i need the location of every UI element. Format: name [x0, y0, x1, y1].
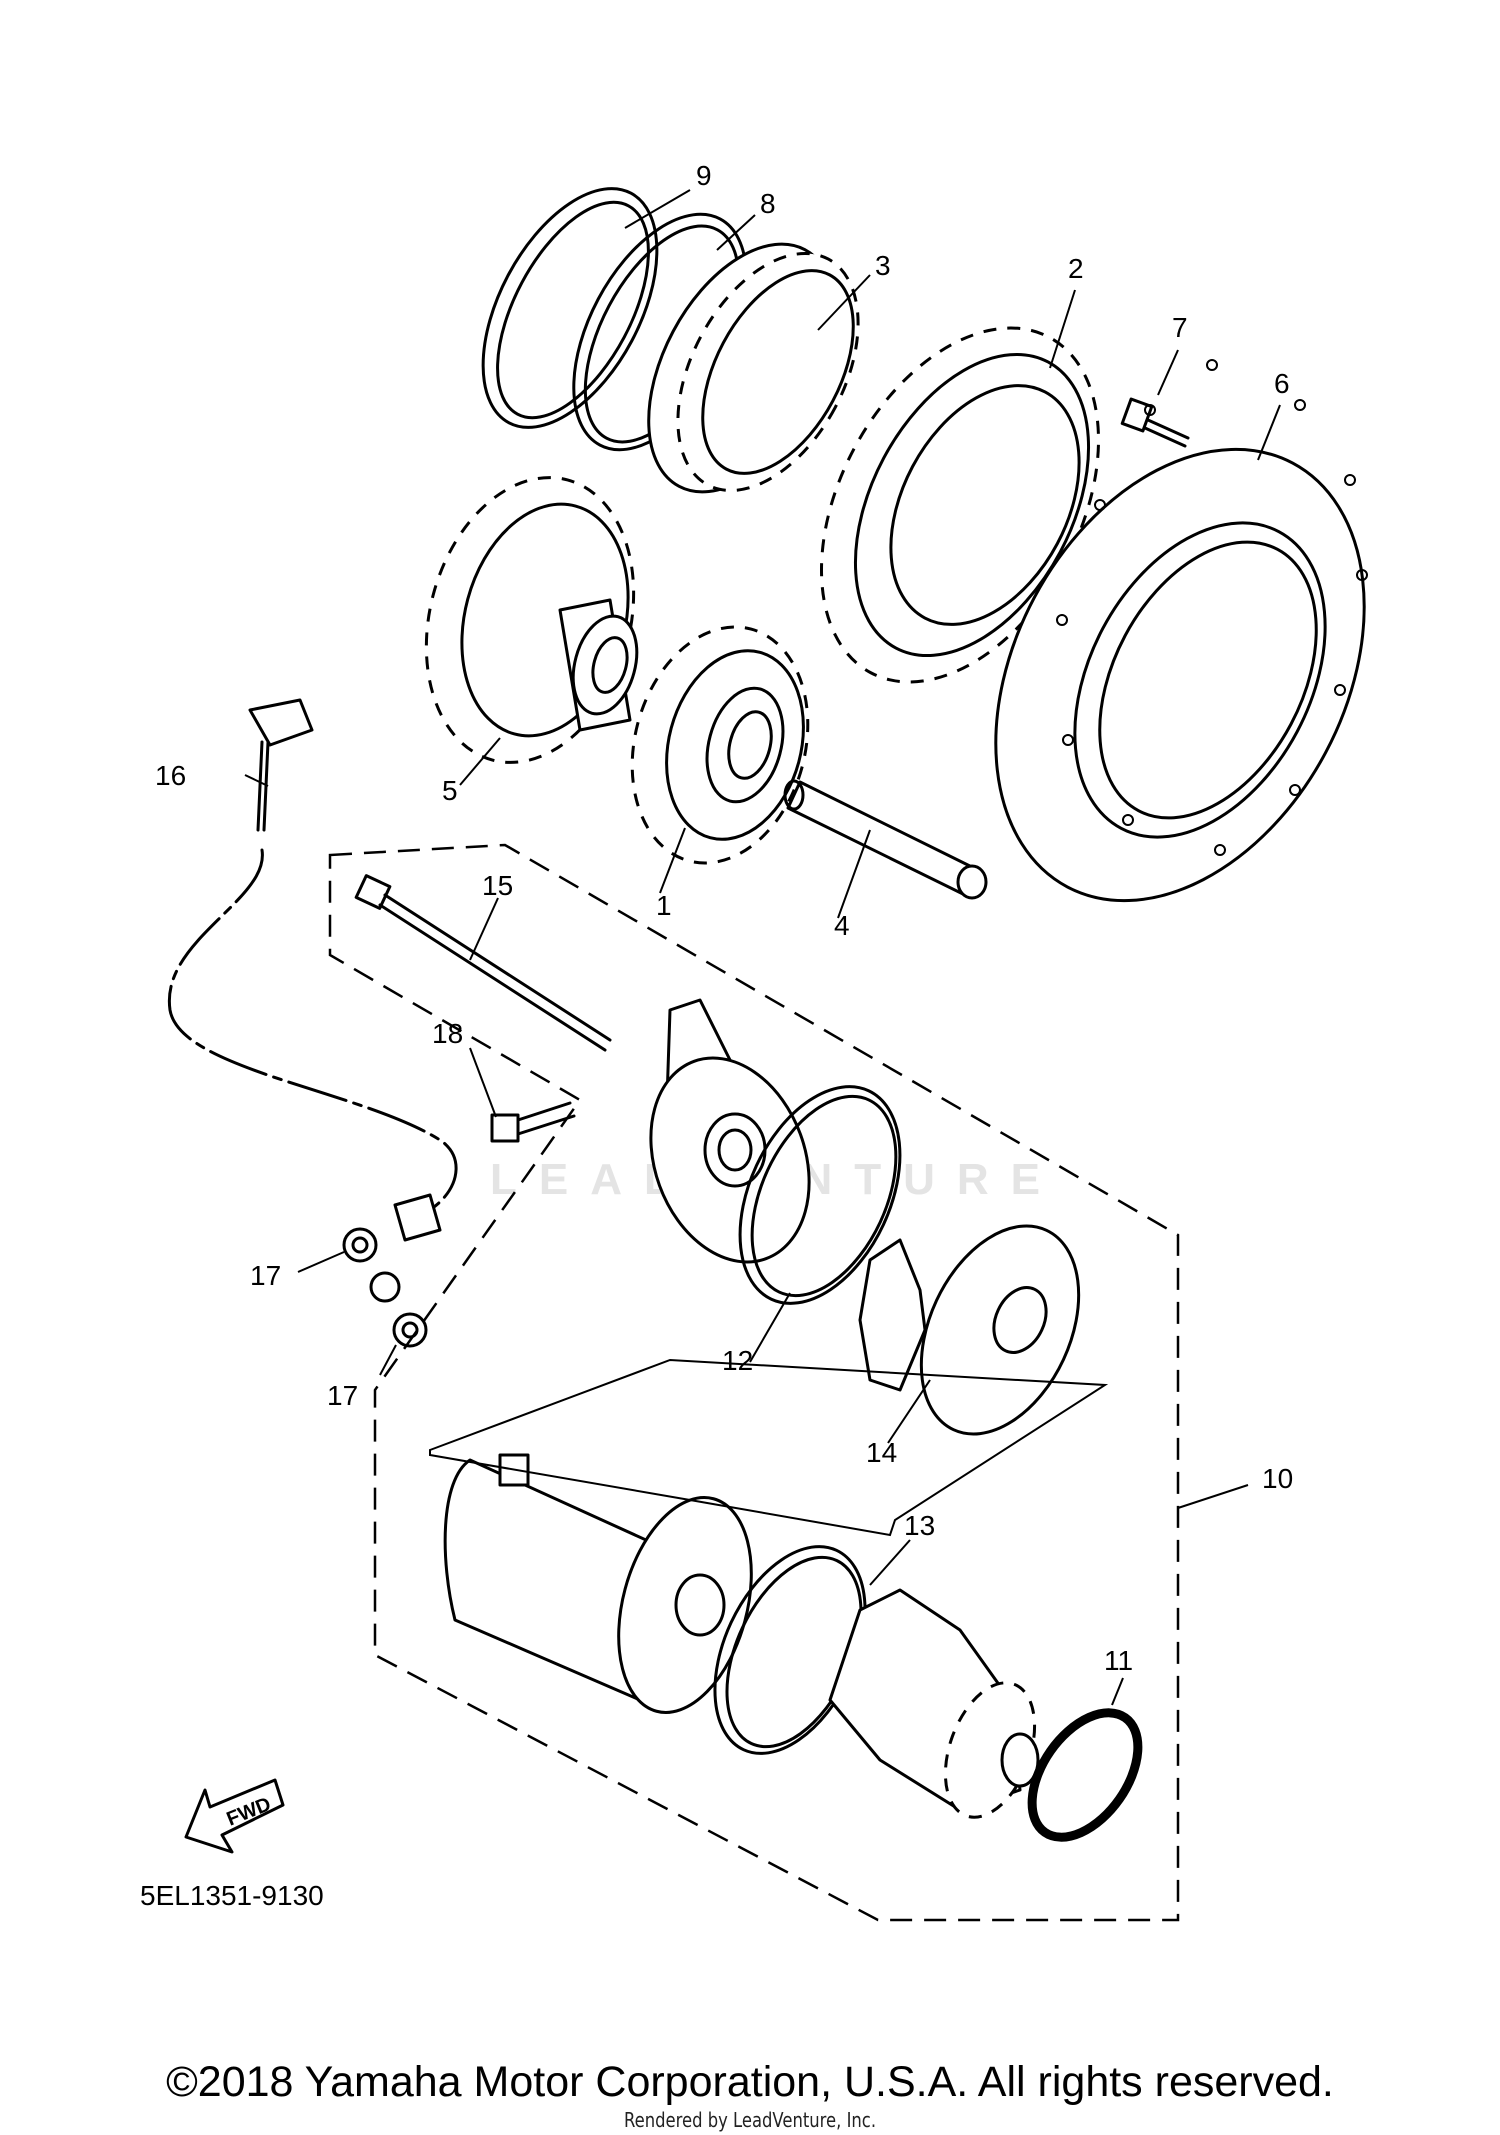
starter-front-cover[interactable]	[624, 998, 837, 1284]
starter-motor-body[interactable]	[443, 1453, 773, 1727]
callout-4: 4	[834, 910, 850, 941]
part-4-shaft[interactable]	[783, 779, 988, 900]
callout-6: 6	[1274, 368, 1290, 399]
part-2-clutch-gear[interactable]	[765, 281, 1155, 729]
callout-1: 1	[656, 890, 672, 921]
callout-15: 15	[482, 870, 513, 901]
part-16-lead-wire[interactable]	[167, 698, 458, 1303]
rendered-by-notice: Rendered by LeadVenture, Inc.	[623, 2108, 877, 2132]
kit-boundary-13-14	[429, 1358, 1109, 1537]
callout-16: 16	[155, 760, 186, 791]
callout-17-lower: 17	[327, 1380, 358, 1411]
leader-lines	[244, 189, 1281, 1706]
part-12-o-ring[interactable]	[708, 1061, 932, 1329]
assembly-boundary-10	[328, 843, 1180, 1922]
part-11-o-ring[interactable]	[1010, 1694, 1159, 1857]
part-17-nut-upper[interactable]	[342, 1227, 378, 1263]
callout-13: 13	[904, 1510, 935, 1541]
part-5-idle-gear[interactable]	[396, 454, 664, 786]
callout-5: 5	[442, 775, 458, 806]
part-6-starter-clutch[interactable]	[922, 359, 1439, 964]
part-17-nut-lower[interactable]	[392, 1312, 428, 1348]
starter-rear-cover[interactable]	[828, 1588, 1052, 1829]
part-14-brush-holder[interactable]	[858, 1201, 1110, 1460]
callout-3: 3	[875, 250, 891, 281]
part-3-one-way-clutch[interactable]	[610, 213, 895, 523]
part-18-bolt[interactable]	[490, 1101, 576, 1143]
callout-8: 8	[760, 188, 776, 219]
fwd-arrow: FWD	[184, 1778, 285, 1854]
callout-7: 7	[1172, 312, 1188, 343]
callout-9: 9	[696, 160, 712, 191]
callout-labels: 9 8 3 2 7 6 5 16 1 4 15 18 17 17 12 14 1…	[155, 160, 1293, 1676]
callout-18: 18	[432, 1018, 463, 1049]
callout-11: 11	[1104, 1645, 1133, 1676]
callout-17-upper: 17	[250, 1260, 281, 1291]
callout-2: 2	[1068, 253, 1084, 284]
part-7-bolt[interactable]	[1120, 397, 1190, 448]
copyright-notice: ©2018 Yamaha Motor Corporation, U.S.A. A…	[166, 2058, 1334, 2106]
part-15-long-bolt[interactable]	[354, 874, 612, 1052]
part-9-circlip[interactable]	[447, 160, 693, 455]
part-1-idle-gear[interactable]	[607, 607, 833, 883]
callout-10: 10	[1262, 1463, 1293, 1494]
callout-12: 12	[722, 1345, 753, 1376]
callout-14: 14	[866, 1437, 897, 1468]
diagram-code: 5EL1351-9130	[140, 1880, 324, 1911]
